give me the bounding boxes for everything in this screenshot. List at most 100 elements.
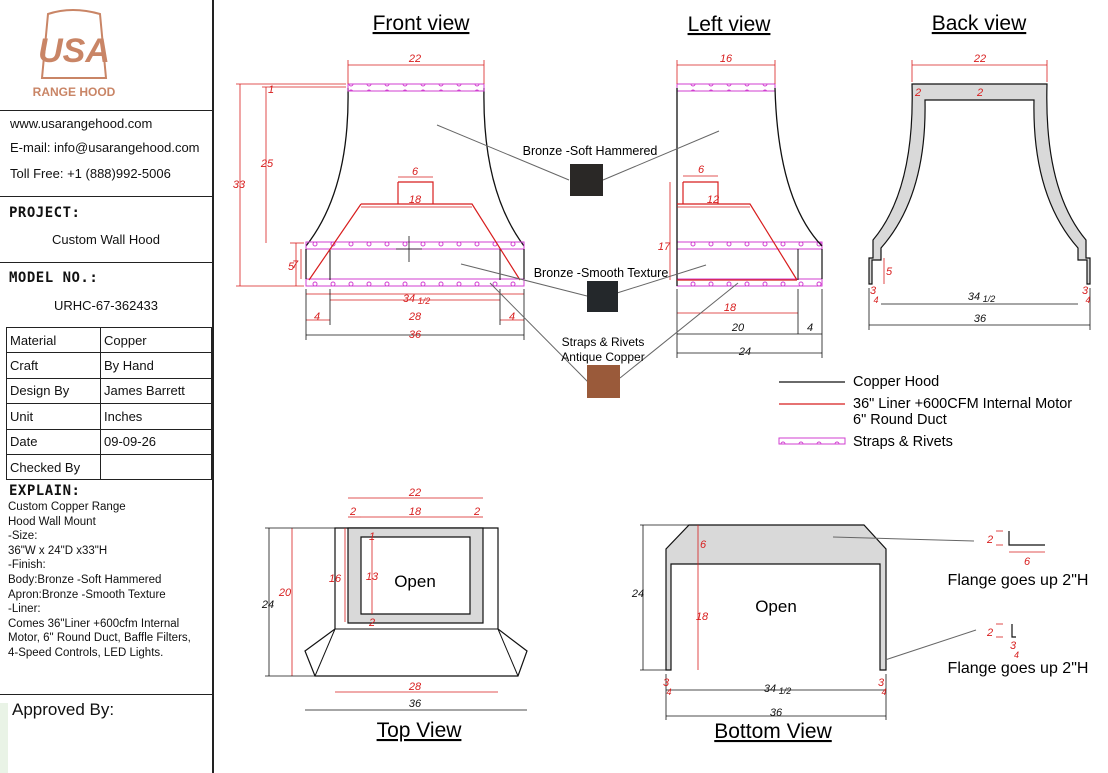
dim-label: 13 <box>366 571 379 583</box>
dim-label: 4 <box>1014 650 1019 660</box>
divider <box>0 694 212 695</box>
bottom-view-title: Bottom View <box>714 720 832 743</box>
dim-label: 1/2 <box>983 294 996 304</box>
dim-label: 36 <box>974 313 987 325</box>
dim-label: 18 <box>696 611 709 623</box>
dim-label: 3 <box>878 677 885 689</box>
back-profile <box>868 83 1091 285</box>
spec-key: Date <box>6 428 101 455</box>
dim-label: 1/2 <box>418 296 431 306</box>
dim-label: 20 <box>731 322 745 334</box>
dim-label: 2 <box>368 617 375 629</box>
dim-label: 25 <box>260 158 274 170</box>
top-collar <box>347 527 484 624</box>
dim-label: 18 <box>724 302 737 314</box>
back-view: 22 2 2 5 3 4 3 4 34 1/2 36 <box>868 53 1091 330</box>
contact-website[interactable]: www.usarangehood.com <box>10 116 153 131</box>
dim-label: 4 <box>881 687 886 697</box>
spec-key: Checked By <box>6 453 101 481</box>
bottom-strap <box>305 278 525 287</box>
top-strap <box>676 83 776 92</box>
dim-label: 16 <box>329 573 342 585</box>
dim-label: 6 <box>1024 556 1031 568</box>
dim-label: 1 <box>369 531 375 543</box>
flange-label: Flange goes up 2"H <box>948 660 1089 677</box>
dim-label: 24 <box>738 346 751 358</box>
hood-right-curve <box>483 87 525 247</box>
dim-label: 16 <box>720 53 733 65</box>
smooth-swatch <box>587 281 618 312</box>
dim-label: 1/2 <box>779 686 792 696</box>
left-view: 16 6 12 17 18 20 4 24 <box>658 53 823 358</box>
dim-label: 4 <box>666 687 671 697</box>
dim-label: 2 <box>986 627 993 639</box>
straps-finish-sublabel: Antique Copper <box>561 350 644 364</box>
top-open-label: Open <box>394 572 436 591</box>
dim-label: 6 <box>700 539 707 551</box>
dim-label: 2 <box>349 506 356 518</box>
dim-label: 36 <box>770 707 783 719</box>
dim-label: 6 <box>698 164 705 176</box>
dim-label: 2 <box>914 87 921 99</box>
usa-logo: USA RANGE HOOD <box>33 9 116 99</box>
explain-text: Custom Copper Range Hood Wall Mount -Siz… <box>8 501 191 659</box>
legend-straps-swatch <box>778 437 846 445</box>
dim-label: 2 <box>986 534 993 546</box>
table-row: Checked By <box>6 453 212 481</box>
dim-label: 4 <box>509 311 515 323</box>
bottom-open-label: Open <box>755 597 797 616</box>
dim-label: 36 <box>409 698 422 710</box>
hood-right-curve <box>774 87 823 247</box>
dim-label: 18 <box>409 194 422 206</box>
left-view-title: Left view <box>688 13 772 36</box>
project-label: PROJECT: <box>9 205 81 221</box>
bottom-view: Open 6 18 3 4 3 4 24 <box>631 524 1089 720</box>
approved-by-label: Approved By: <box>12 700 115 719</box>
flange-callout-line <box>832 536 975 542</box>
explain-label: EXPLAIN: <box>9 483 81 499</box>
dim-label: 5 <box>288 261 295 273</box>
flange-detail-1: 2 6 Flange goes up 2"H <box>948 530 1089 589</box>
mid-strap <box>676 241 823 250</box>
liner-outline <box>308 181 521 281</box>
top-outline <box>304 527 528 677</box>
dim-label: 2 <box>976 87 983 99</box>
straps-finish-label: Straps & Rivets <box>562 335 645 349</box>
liner-outline <box>677 181 798 281</box>
dim-label: 12 <box>707 194 719 206</box>
bottom-outline <box>665 524 887 671</box>
back-view-title: Back view <box>932 12 1027 35</box>
dim-label: 6 <box>412 166 419 178</box>
dim-label: 36 <box>409 329 422 341</box>
dim-label: 22 <box>973 53 986 65</box>
contact-email[interactable]: E-mail: info@usarangehood.com <box>10 140 200 155</box>
spec-key: Unit <box>6 403 101 430</box>
model-value: URHC-67-362433 <box>53 298 159 313</box>
finish-callouts: Bronze -Soft Hammered Bronze -Smooth Tex… <box>436 124 739 398</box>
dim-label: 4 <box>314 311 320 323</box>
dim-label: 22 <box>408 53 421 65</box>
flange-callout-line <box>884 629 977 661</box>
dim-label: 5 <box>886 266 893 278</box>
flange-label: Flange goes up 2"H <box>948 572 1089 589</box>
dim-label: 4 <box>807 322 813 334</box>
hood-left-curve <box>305 87 349 247</box>
spec-value: By Hand <box>100 352 212 379</box>
logo-subtext: RANGE HOOD <box>33 85 116 99</box>
dim-label: 1 <box>268 84 274 96</box>
dim-label: 24 <box>261 599 274 611</box>
dim-label: 34 <box>968 291 980 303</box>
spec-value: 09-09-26 <box>100 428 212 455</box>
project-value: Custom Wall Hood <box>52 232 160 247</box>
model-label: MODEL NO.: <box>9 270 99 286</box>
dim-label: 34 <box>764 683 776 695</box>
dim-label: 4 <box>1085 295 1090 305</box>
dim-label: 3 <box>870 285 877 297</box>
legend-straps-label: Straps & Rivets <box>853 434 953 450</box>
